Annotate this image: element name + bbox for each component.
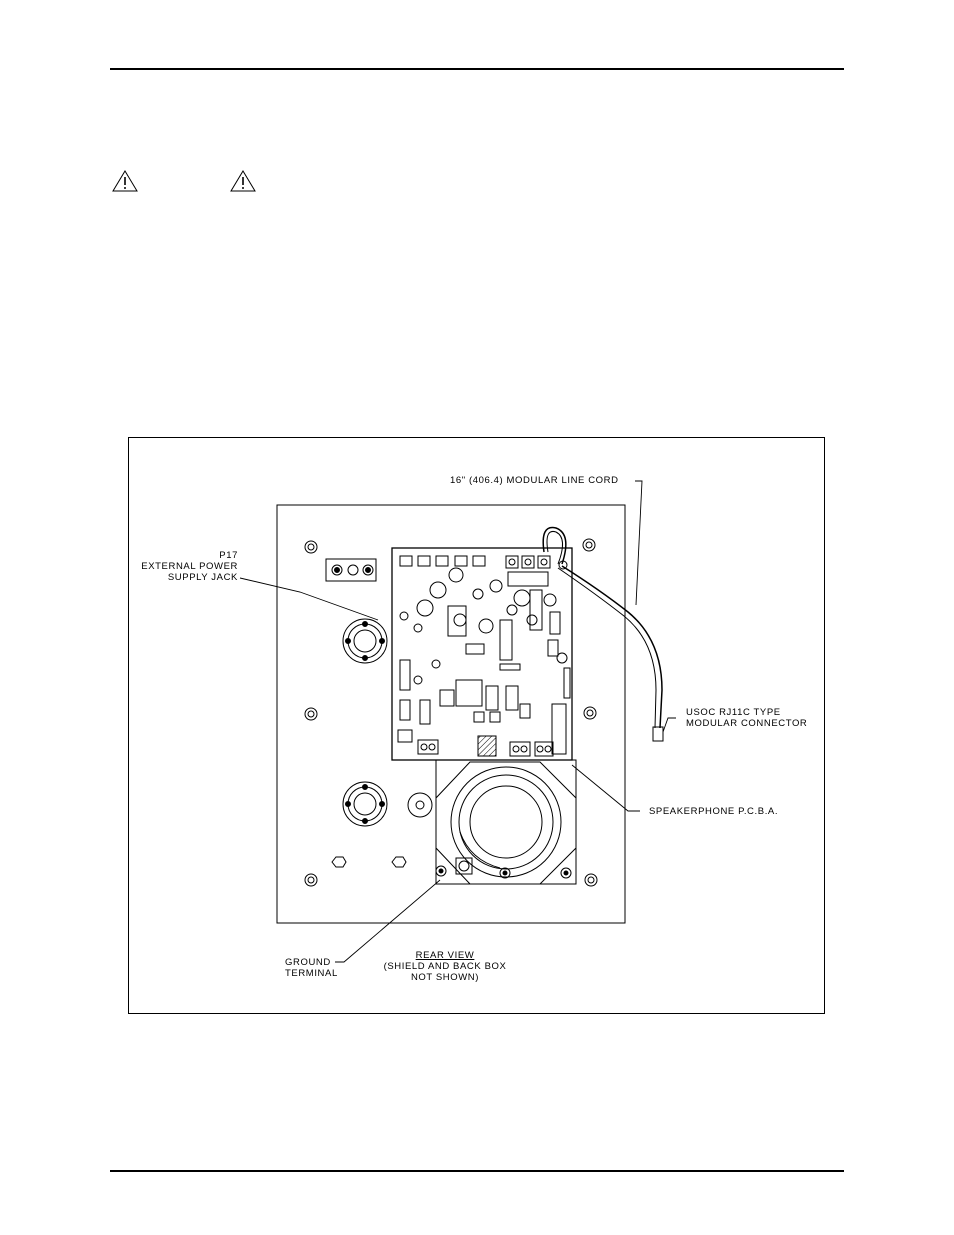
usoc-label-line1: USOC RJ11C TYPE (686, 707, 781, 718)
view-caption: REAR VIEW (SHIELD AND BACK BOX NOT SHOWN… (360, 950, 530, 983)
speaker-assembly (435, 759, 577, 885)
header-rule (110, 68, 844, 70)
p17-label: P17 EXTERNAL POWER SUPPLY JACK (120, 550, 238, 583)
power-jack-p17 (342, 618, 388, 664)
line-cord-label: 16" (406.4) MODULAR LINE CORD (450, 475, 619, 486)
back-plate (276, 504, 626, 924)
footer-rule (110, 1170, 844, 1172)
mounting-holes (304, 538, 598, 887)
p17-label-line1: P17 (219, 550, 238, 561)
rj11-connector (652, 726, 664, 742)
ground-terminal-label: GROUND TERMINAL (285, 957, 338, 979)
ground-label-line1: GROUND (285, 957, 331, 968)
p17-label-line2: EXTERNAL POWER (141, 561, 238, 572)
usoc-label-line2: MODULAR CONNECTOR (686, 718, 808, 729)
view-note-line2: NOT SHOWN) (410, 972, 480, 983)
secondary-jack (342, 781, 388, 827)
warning-triangle-icon (112, 170, 138, 192)
p17-label-line3: SUPPLY JACK (167, 572, 238, 583)
pcba-label: SPEAKERPHONE P.C.B.A. (649, 806, 779, 817)
figure-frame (128, 437, 825, 1014)
usoc-label: USOC RJ11C TYPE MODULAR CONNECTOR (686, 707, 807, 729)
terminal-bracket (325, 558, 377, 582)
leader-lines (239, 480, 676, 963)
warning-triangle-icon (230, 170, 256, 192)
ground-label-line2: TERMINAL (285, 968, 338, 979)
view-title: REAR VIEW (415, 950, 475, 961)
view-note-line1: (SHIELD AND BACK BOX (383, 961, 507, 972)
speakerphone-pcba (391, 547, 573, 761)
